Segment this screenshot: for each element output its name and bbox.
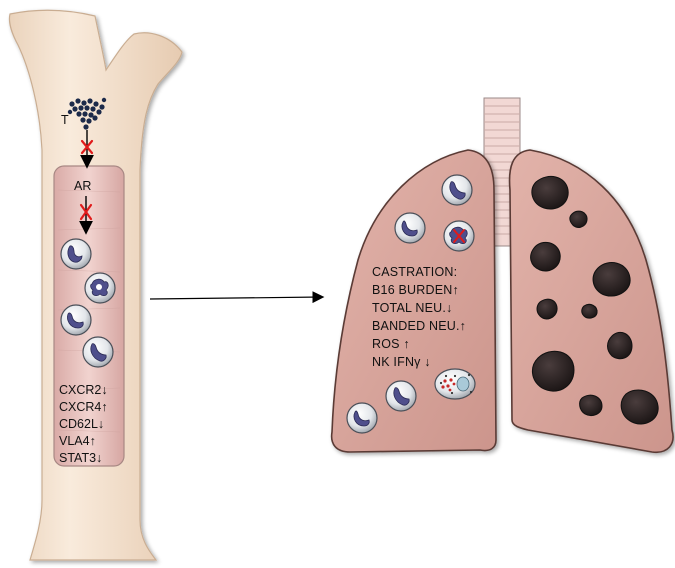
castration-heading: CASTRATION: xyxy=(372,265,457,279)
metastases xyxy=(530,175,659,425)
metastasis-nodule xyxy=(607,331,633,360)
lung-label-nk-ifng: NK IFNγ ↓ xyxy=(372,355,431,369)
metastasis-nodule xyxy=(530,241,561,272)
metastasis-nodule xyxy=(532,350,575,392)
neutrophil-cell xyxy=(385,380,417,412)
nk-cell xyxy=(434,368,476,400)
metastasis-nodule xyxy=(581,303,598,319)
bone-to-lung-arrow xyxy=(149,291,325,304)
ar-label: AR xyxy=(74,179,91,193)
metastasis-nodule xyxy=(531,175,569,210)
marker-cxcr4: CXCR4↑ xyxy=(59,400,108,414)
testosterone-cluster xyxy=(67,97,107,130)
inhibited-neutrophil-cell xyxy=(443,220,475,252)
neutrophil-cell xyxy=(82,336,114,368)
metastasis-nodule xyxy=(579,394,603,417)
lung-label-total-neu: TOTAL NEU.↓ xyxy=(372,301,452,315)
lung-label-list: CASTRATION: B16 BURDEN↑ TOTAL NEU.↓ BAND… xyxy=(372,265,466,369)
bone-marker-list: CXCR2↓ CXCR4↑ CD62L↓ VLA4↑ STAT3↓ xyxy=(59,383,108,465)
neutrophil-cell xyxy=(346,402,378,434)
lung-label-ros: ROS ↑ xyxy=(372,337,410,351)
marker-cxcr2: CXCR2↓ xyxy=(59,383,108,397)
neutrophil-cell xyxy=(394,212,426,244)
marker-vla4: VLA4↑ xyxy=(59,434,96,448)
neutrophil-cell xyxy=(60,238,92,270)
t-label: T xyxy=(61,113,69,127)
marker-stat3: STAT3↓ xyxy=(59,451,102,465)
lung-label-b16: B16 BURDEN↑ xyxy=(372,283,459,297)
inhibition-mark-t xyxy=(80,139,94,155)
neutrophil-cell xyxy=(441,174,473,206)
metastasis-nodule xyxy=(536,298,558,320)
neutrophil-cell xyxy=(60,304,92,336)
metastasis-nodule xyxy=(620,389,659,425)
neutrophil-cell xyxy=(84,272,116,304)
lung-label-banded-neu: BANDED NEU.↑ xyxy=(372,319,466,333)
metastasis-nodule xyxy=(569,210,588,228)
inhibition-mark-ar xyxy=(79,203,93,221)
marker-cd62l: CD62L↓ xyxy=(59,417,104,431)
metastasis-nodule xyxy=(592,262,631,297)
